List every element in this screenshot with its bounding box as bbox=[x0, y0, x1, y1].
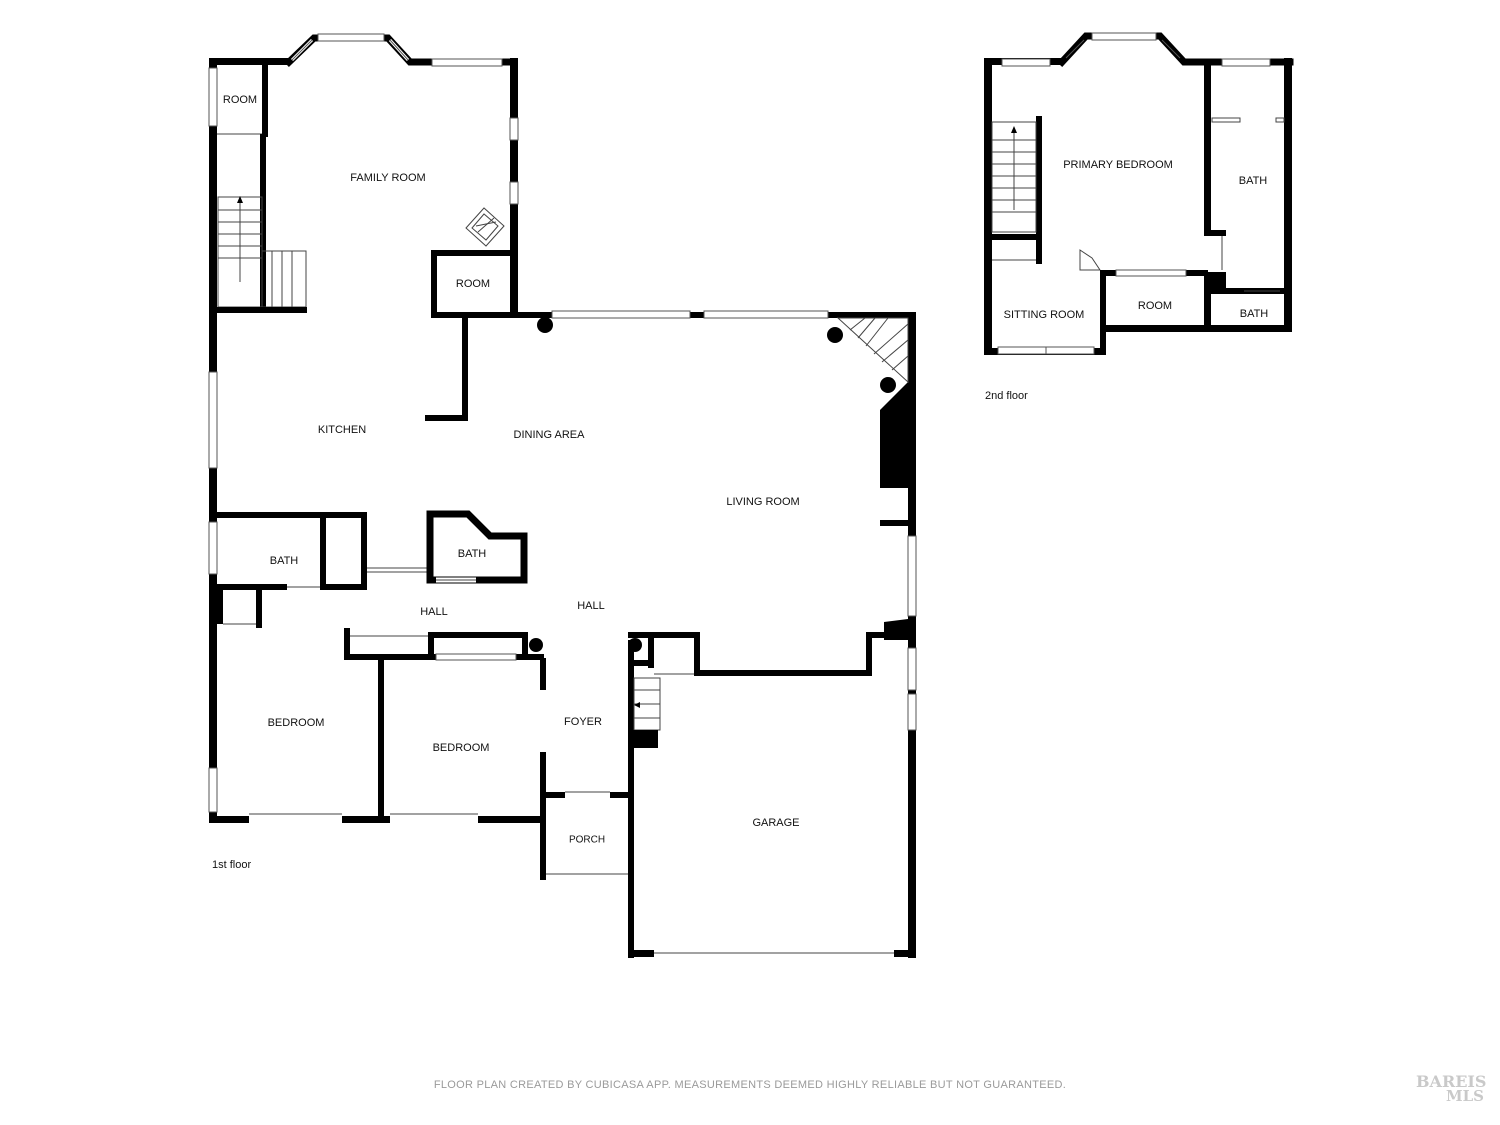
label-bath-center: BATH bbox=[458, 548, 487, 560]
label-bedroom-center: BEDROOM bbox=[433, 742, 490, 754]
stairs-second-floor bbox=[991, 116, 1042, 238]
label-bath-upper: BATH bbox=[1239, 175, 1268, 187]
disclaimer-note: FLOOR PLAN CREATED BY CUBICASA APP. MEAS… bbox=[433, 1079, 1067, 1091]
label-porch: PORCH bbox=[569, 835, 605, 846]
label-foyer: FOYER bbox=[564, 716, 602, 728]
fireplace-family-room bbox=[465, 207, 505, 247]
label-room-closet: ROOM bbox=[456, 278, 490, 290]
label-dining-area: DINING AREA bbox=[514, 429, 586, 441]
label-hall-center: HALL bbox=[577, 600, 605, 612]
stairs-left bbox=[217, 196, 307, 308]
label-sitting-room: SITTING ROOM bbox=[1004, 309, 1085, 321]
label-bath-left: BATH bbox=[270, 555, 299, 567]
label-garage: GARAGE bbox=[752, 817, 799, 829]
label-room-upper: ROOM bbox=[1138, 300, 1172, 312]
mls-watermark-logo: BAREIS MLS bbox=[1416, 1074, 1496, 1114]
label-room-small: ROOM bbox=[223, 94, 257, 106]
label-primary-bedroom: PRIMARY BEDROOM bbox=[1063, 159, 1173, 171]
label-family-room: FAMILY ROOM bbox=[350, 172, 425, 184]
second-floor-plan bbox=[984, 32, 1294, 355]
floor-label-first: 1st floor bbox=[212, 859, 251, 871]
label-bedroom-left: BEDROOM bbox=[268, 717, 325, 729]
first-floor-plan bbox=[208, 33, 917, 958]
label-bath-lower: BATH bbox=[1240, 308, 1269, 320]
label-kitchen: KITCHEN bbox=[318, 424, 366, 436]
room-labels: ROOM FAMILY ROOM ROOM KITCHEN DINING ARE… bbox=[212, 94, 1268, 871]
floor-label-second: 2nd floor bbox=[985, 390, 1028, 402]
label-living-room: LIVING ROOM bbox=[726, 496, 799, 508]
watermark-line-1: BAREIS bbox=[1416, 1072, 1487, 1091]
garage-steps bbox=[633, 677, 661, 731]
stairs-living-room bbox=[836, 317, 909, 384]
watermark-line-2: MLS bbox=[1446, 1087, 1484, 1105]
label-hall-left: HALL bbox=[420, 606, 448, 618]
